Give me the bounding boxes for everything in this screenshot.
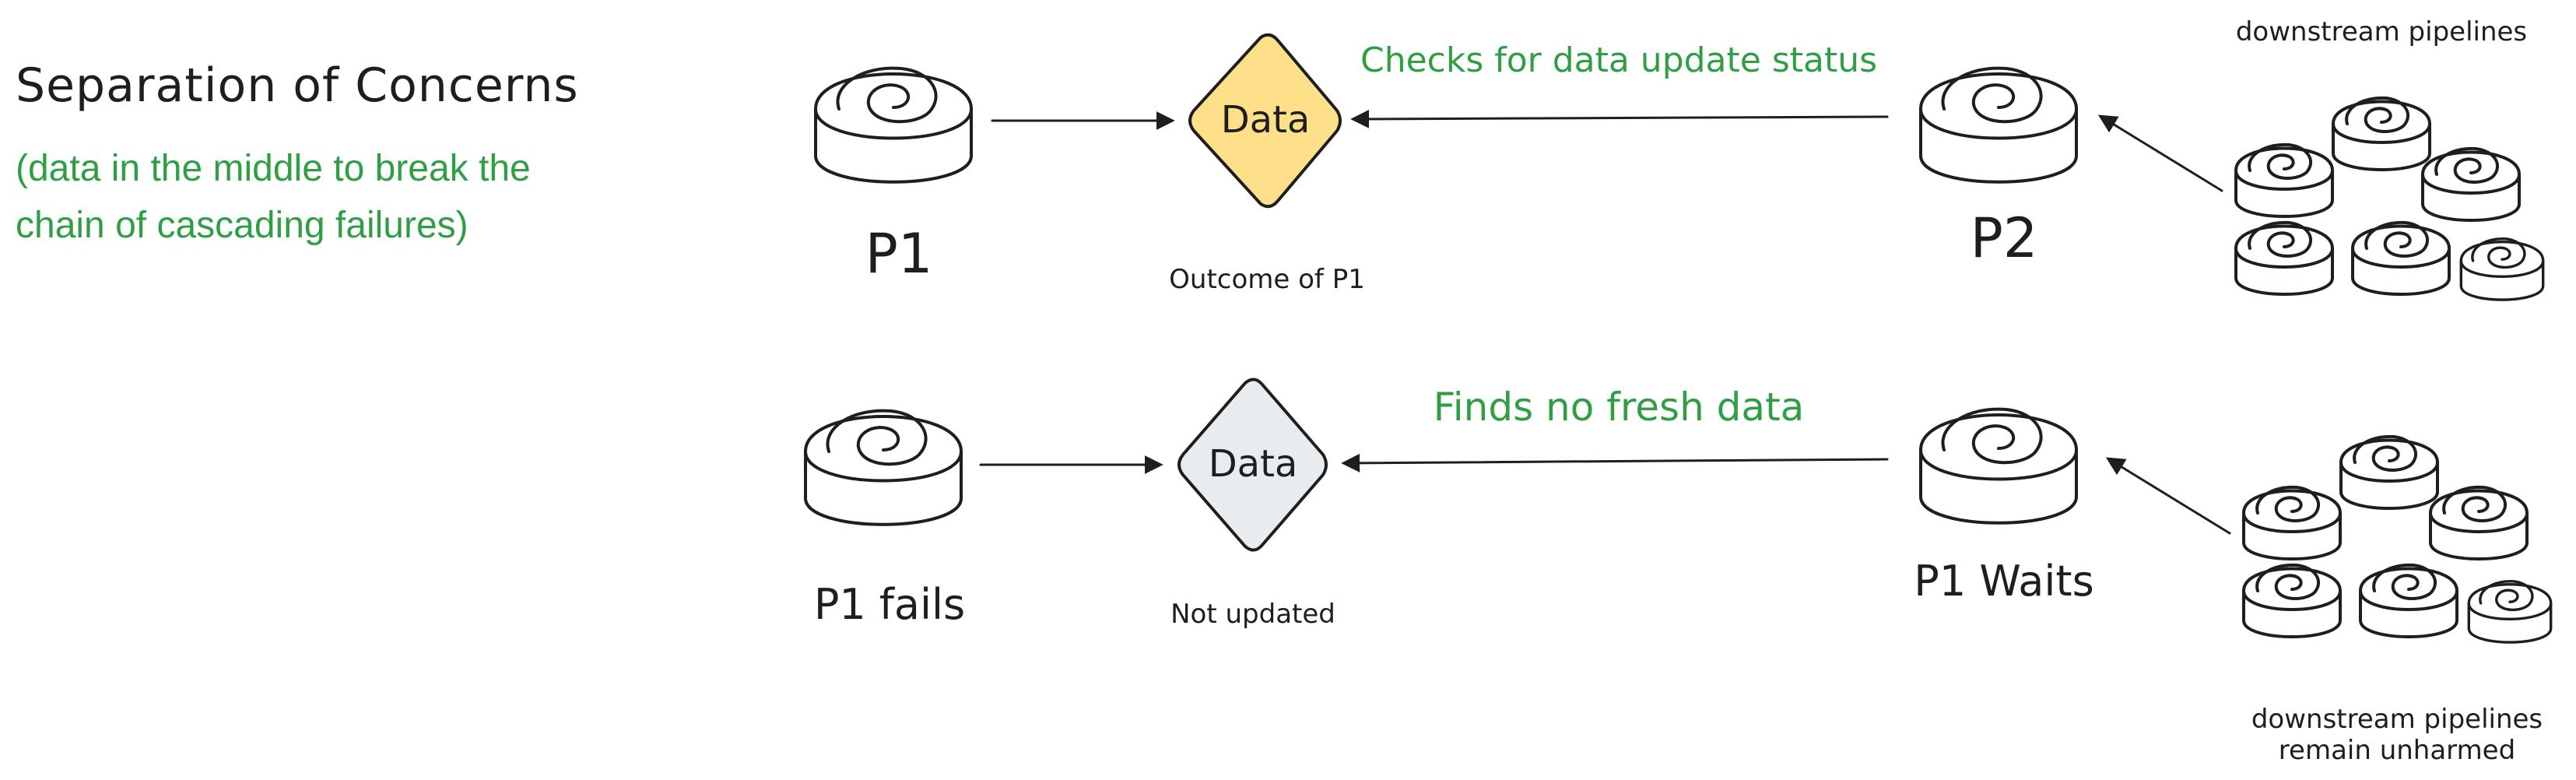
bottom-data-caption: Not updated <box>1170 599 1335 630</box>
top-consumer-pipeline-icon <box>1919 66 2078 184</box>
top-consumer-to-data-arrow <box>1350 109 1889 128</box>
bottom-check-label: Finds no fresh data <box>1434 385 1805 430</box>
bottom-data-diamond <box>1177 378 1328 552</box>
top-check-label: Checks for data update status <box>1360 40 1877 80</box>
subtitle-line-2: chain of cascading failures) <box>16 205 469 246</box>
bottom-downstream-label-line-2: remain unharmed <box>2279 735 2515 766</box>
bottom-data-label: Data <box>1209 442 1298 486</box>
top-source-label: P1 <box>865 222 933 286</box>
top-data-diamond <box>1188 33 1342 209</box>
bottom-data-node: Data <box>1177 378 1328 552</box>
bottom-consumer-to-data-arrow <box>1341 453 1889 473</box>
top-consumer-label: P2 <box>1971 206 2038 270</box>
top-data-caption: Outcome of P1 <box>1169 264 1365 295</box>
page-title: Separation of Concerns <box>16 58 579 113</box>
bottom-downstream-to-consumer-arrow <box>2105 457 2231 535</box>
bottom-consumer-label: P1 Waits <box>1914 557 2093 606</box>
subtitle-line-1: (data in the middle to break the <box>16 148 531 189</box>
top-data-node: Data <box>1188 33 1342 209</box>
top-downstream-to-consumer-arrow <box>2097 114 2223 192</box>
bottom-downstream-label-line-1: downstream pipelines <box>2251 704 2543 735</box>
top-source-pipeline-icon <box>814 66 973 184</box>
bottom-source-label: P1 fails <box>814 580 965 629</box>
top-data-label: Data <box>1221 98 1311 142</box>
top-downstream-label: downstream pipelines <box>2236 16 2527 47</box>
bottom-consumer-pipeline-icon <box>1919 407 2078 525</box>
bottom-source-pipeline-icon <box>804 409 963 526</box>
bottom-downstream-pipelines-cluster <box>2242 434 2553 644</box>
top-downstream-pipelines-cluster <box>2234 96 2545 301</box>
